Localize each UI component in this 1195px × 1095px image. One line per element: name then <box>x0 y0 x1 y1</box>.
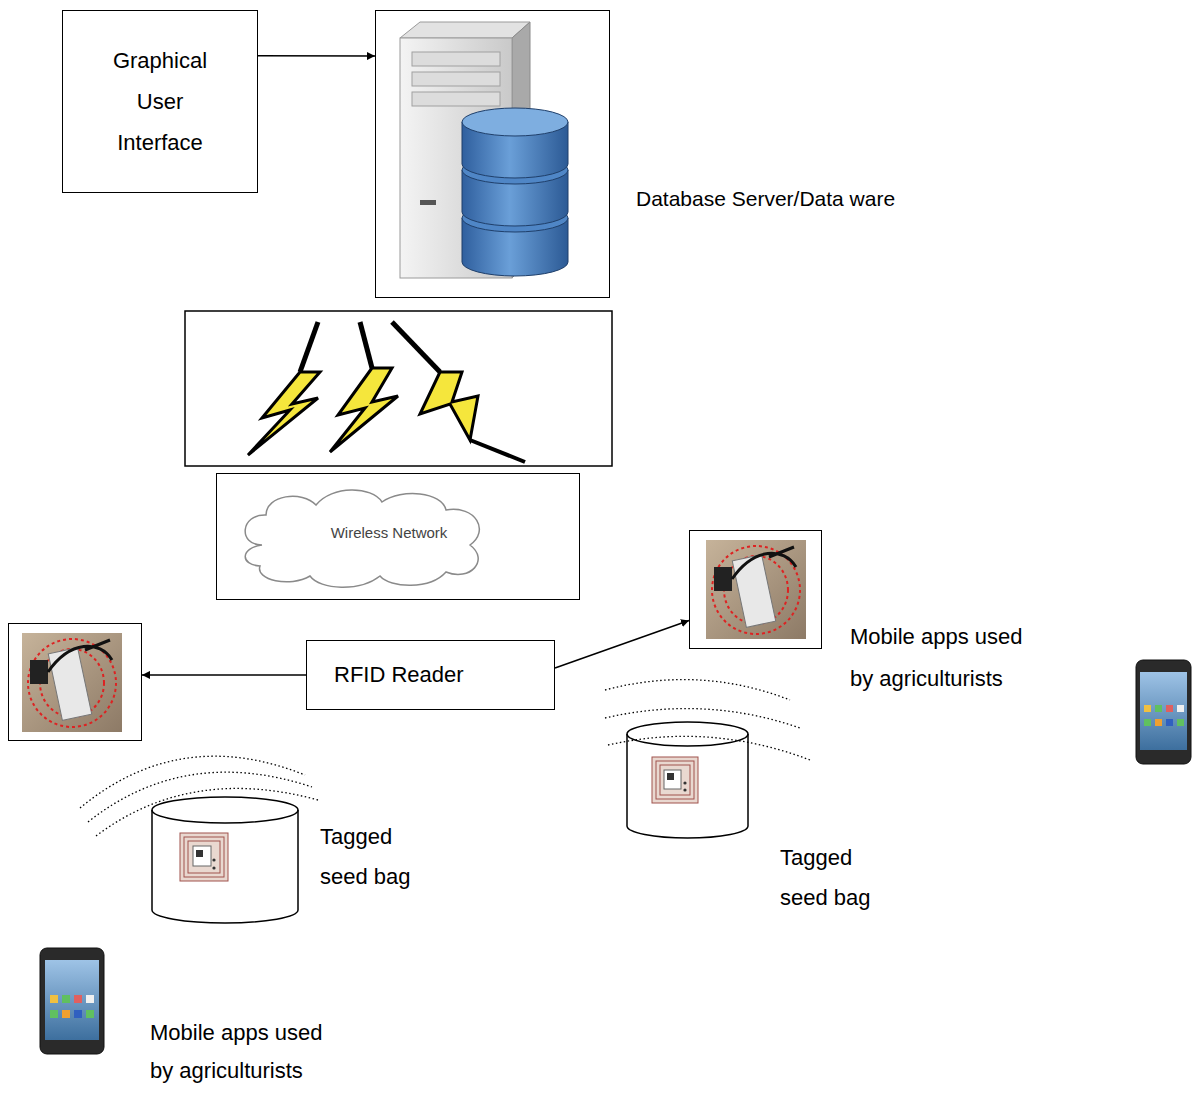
database-icon <box>462 108 568 276</box>
seed-bag-cylinder: Tagged seed bag <box>150 795 300 925</box>
node-text: Tagged seed bag <box>780 838 885 918</box>
arrow-connector <box>142 674 306 676</box>
rfid-reader-photo <box>706 540 806 639</box>
caption-label: Mobile apps used by agriculturists <box>850 616 1045 700</box>
rfid-tag <box>180 833 228 881</box>
node-text: RFID Reader <box>334 662 464 688</box>
rfid-reader-label-box: RFID Reader <box>306 640 555 710</box>
database-server-box: Database Server/Data ware <box>375 10 610 298</box>
interface-box: Graphical User Interface <box>62 10 258 193</box>
rfid-tag <box>652 757 698 803</box>
cylinder-outline <box>150 795 300 925</box>
node-text: Wireless Network <box>239 524 539 542</box>
rfid-reader-photo <box>22 633 122 732</box>
caption-label: Mobile apps used by agriculturists <box>150 1014 345 1090</box>
node-text: Tagged seed bag <box>320 817 425 897</box>
arrow-connector <box>258 55 375 57</box>
node-text: Graphical User Interface <box>100 40 220 163</box>
cylinder-outline <box>625 720 750 840</box>
rfid-reader-box <box>689 530 822 649</box>
mobile-phone-icon <box>40 948 104 1054</box>
mobile-phone-icon <box>1136 660 1191 764</box>
arrow-connector <box>555 620 689 668</box>
seed-bag-cylinder: Tagged seed bag <box>625 720 750 840</box>
wireless-signal-panel <box>185 311 612 466</box>
radio-waves <box>80 680 810 836</box>
node-text: Database Server/Data ware <box>636 186 895 212</box>
wireless-network-box: Wireless Network <box>216 473 580 600</box>
rfid-reader-box <box>8 623 142 741</box>
